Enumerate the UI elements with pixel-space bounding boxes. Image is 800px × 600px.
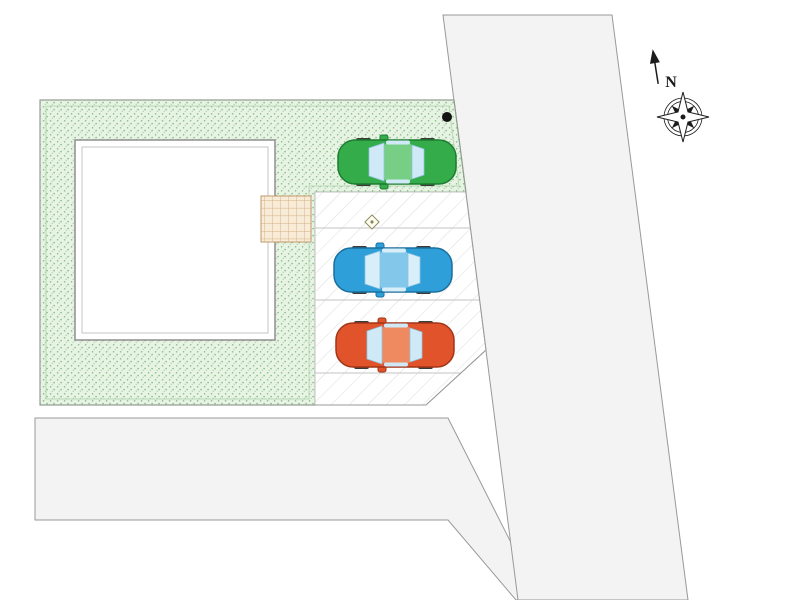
compass-icon: N [649, 49, 710, 143]
car-roof [380, 251, 408, 289]
orange-car [335, 317, 455, 373]
terrace-grid [261, 196, 311, 242]
side-window [382, 248, 406, 253]
side-window [384, 362, 408, 367]
green-car [337, 134, 457, 190]
rear-window [409, 327, 423, 363]
side-window [386, 140, 410, 145]
north-label: N [665, 74, 677, 91]
side-window [384, 323, 408, 328]
side-window [382, 287, 406, 292]
blue-car [333, 242, 453, 298]
boundary-marker-icon [364, 214, 380, 230]
pole-marker-dot [442, 112, 452, 122]
house-footprint [74, 139, 276, 341]
garden-inner-line [45, 105, 460, 400]
bottom-road [34, 417, 541, 600]
north-arrow-icon [649, 49, 660, 84]
side-road [442, 14, 689, 600]
car-roof [382, 326, 410, 364]
windshield [368, 142, 385, 182]
compass-center-dot [680, 114, 686, 120]
side-window [386, 179, 410, 184]
windshield [364, 250, 381, 290]
terrace [260, 195, 312, 243]
windshield [366, 325, 383, 365]
car-roof [384, 143, 412, 181]
plot-outline [39, 99, 487, 406]
rear-window [411, 144, 425, 180]
rear-window [407, 252, 421, 288]
